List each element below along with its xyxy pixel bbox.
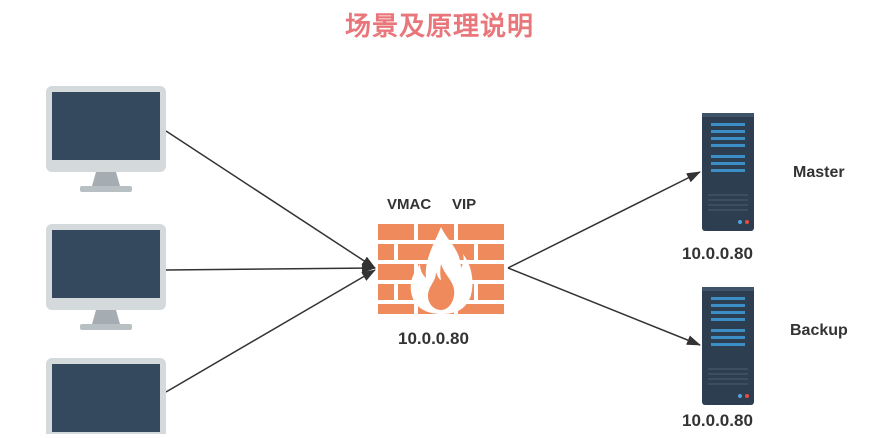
- backup-ip-label: 10.0.0.80: [682, 411, 753, 430]
- server-icon: [702, 287, 754, 405]
- vmac-label: VMAC: [387, 196, 432, 213]
- connector-firewall-master: [507, 171, 701, 269]
- firewall-icon: [378, 224, 504, 314]
- master-role-label: Master: [793, 164, 845, 181]
- backup-role-label: Backup: [790, 322, 848, 339]
- monitor-icon: [46, 224, 166, 330]
- connector-client1-firewall: [165, 130, 376, 269]
- server-icon: [702, 113, 754, 231]
- connector-firewall-backup: [507, 267, 701, 346]
- vip-label: VIP: [452, 196, 477, 213]
- connector-client2-firewall: [165, 263, 376, 274]
- monitor-icon: [46, 86, 166, 192]
- connector-client3-firewall: [165, 269, 376, 393]
- monitor-icon: [46, 358, 166, 438]
- firewall-ip-label: 10.0.0.80: [398, 329, 469, 348]
- diagram-title: 场景及原理说明: [344, 12, 534, 42]
- master-ip-label: 10.0.0.80: [682, 244, 753, 263]
